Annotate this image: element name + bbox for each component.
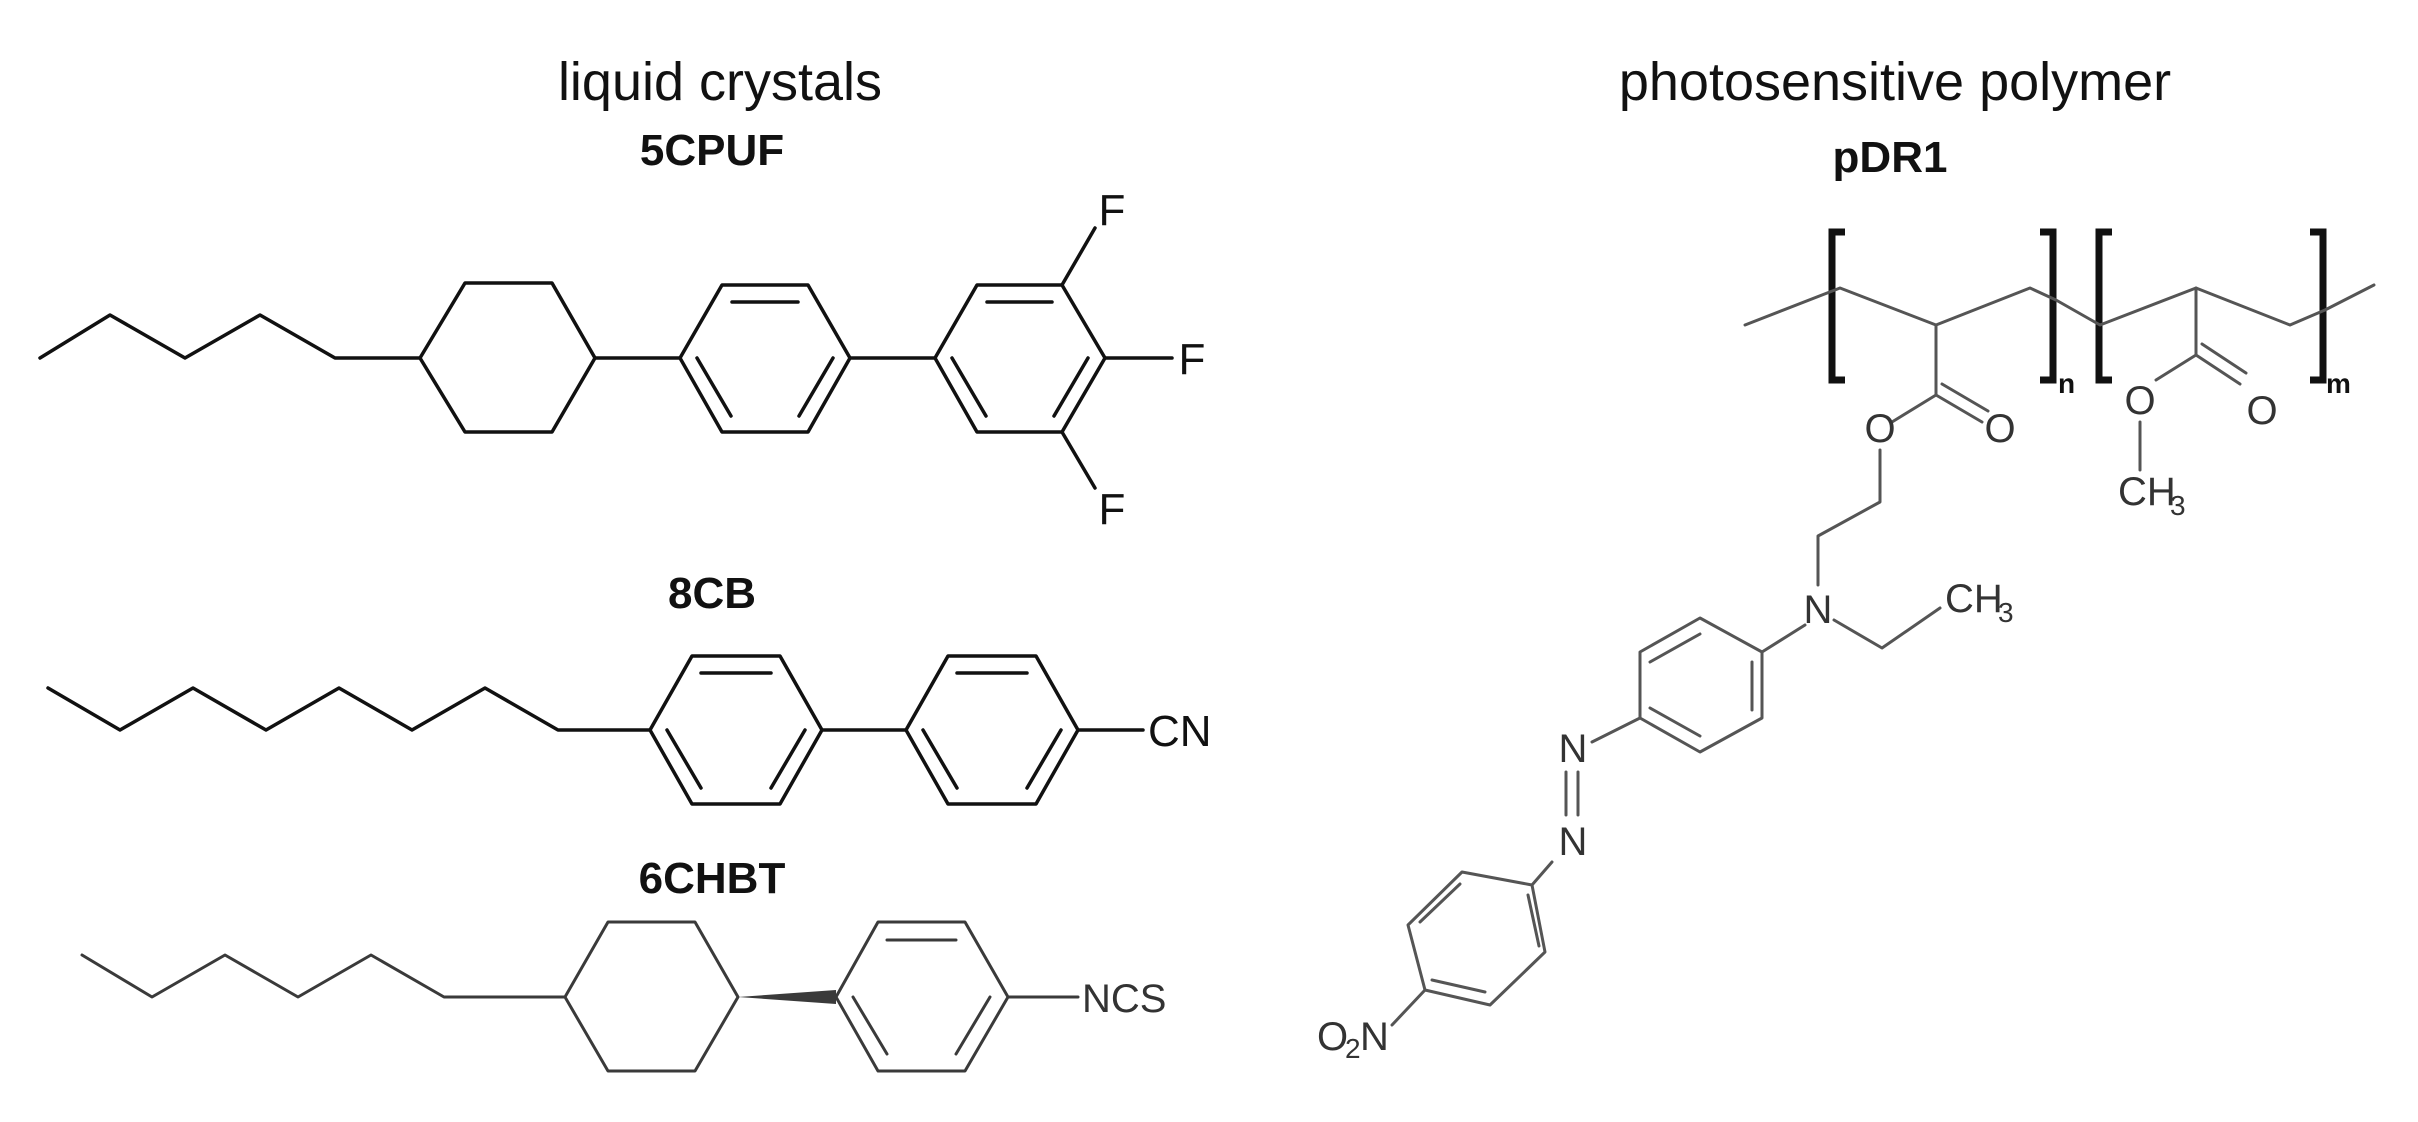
aminophenyl-inner-bond-c [1648,706,1702,738]
nitrophenyl-inner-bond-b [1430,978,1487,994]
nitro-nitrogen: N [1360,1015,1389,1059]
repeat-bracket-n-right [2040,228,2057,384]
fluorine-atom-bot: F [1099,485,1126,534]
carbonyl2-bond-a [2194,353,2242,386]
benzene-b-inner-bond-c [921,728,959,790]
benzene-ring-6chbt [834,920,1010,1073]
benzene-6chbt-inner-bond-b [954,995,992,1056]
molecule-8cb: 8CB CN [46,569,1212,806]
ethylene-linker [1816,448,1882,587]
repeat-bracket-n-left [1828,228,1845,384]
photosensitive-polymer-heading: photosensitive polymer [1619,52,2171,112]
ester-single-bond [1890,393,1938,424]
nitrophenyl-ring [1406,870,1547,1007]
ethyl-ch: CH [1945,577,2003,621]
carbonyl-oxygen: O [1984,407,2015,451]
aminophenyl-inner-bond-a [1648,632,1702,664]
benzene-1-inner-bond-c [695,356,733,418]
methyl-ester-oxygen: O [2124,379,2155,423]
aryl-azo-bond-1 [1590,716,1642,744]
octyl-chain [46,686,652,732]
nitro-oxygen: O [1317,1015,1348,1059]
cyclohexane-ring-6chbt [563,920,740,1073]
trifluoro-inner-bond-c [950,356,988,418]
nitro-subscript: 2 [1345,1033,1361,1064]
liquid-crystals-heading: liquid crystals [558,52,882,112]
c-f-bond-bot [1060,430,1097,490]
polymer-backbone [1743,283,2376,327]
cyclohexane-ring [418,281,597,434]
molecule-name-5cpuf: 5CPUF [640,126,784,175]
nitrophenyl-inner-bond-c [1418,882,1462,924]
azo-nitrogen-1: N [1559,727,1588,771]
pentyl-chain [38,313,422,360]
aminophenyl-ring [1638,616,1764,754]
molecule-name-8cb: 8CB [668,569,756,618]
amine-nitrogen: N [1804,588,1833,632]
amine-aryl-bond [1760,623,1807,654]
isothiocyanate-group: NCS [1082,977,1166,1021]
methoxy-subscript: 3 [2170,490,2186,521]
benzene-b-inner-bond-b [1025,728,1063,790]
benzene-a-inner-bond-b [769,728,807,790]
repeat-index-n: n [2058,368,2075,399]
polymer-pdr1: pDR1 n m O O O O CH 3 N CH 3 [1317,133,2376,1064]
c-f-bond-top [1060,226,1097,287]
benzene-a-inner-bond-c [665,728,703,790]
benzene-6chbt-inner-bond-c [851,995,889,1056]
benzene-ring-1 [678,283,852,434]
methyl-ester-single-bond [2154,353,2198,382]
repeat-index-m: m [2326,368,2351,399]
wedge-bond [738,990,836,1004]
carbonyl2-bond-b [2200,342,2248,375]
benzene-1-inner-bond-b [797,356,835,418]
carbonyl-bond-b [1940,382,1990,413]
molecule-name-6chbt: 6CHBT [639,854,786,903]
aryl-azo-bond-2 [1530,860,1554,887]
ether-oxygen: O [1864,407,1895,451]
nitrophenyl-inner-bond-a [1526,893,1541,948]
fluorine-atom-top: F [1099,186,1126,235]
polymer-name-pdr1: pDR1 [1833,133,1948,182]
cyano-group: CN [1148,707,1212,756]
fluorine-atom-mid: F [1179,335,1206,384]
trifluorophenyl-ring [933,283,1107,434]
repeat-bracket-m-left [2095,228,2112,384]
molecule-6chbt: 6CHBT NCS [80,854,1166,1073]
ethyl-group [1832,606,1942,650]
hexyl-chain [80,953,567,999]
trifluoro-inner-bond-b [1052,356,1090,418]
azo-nitrogen-2: N [1559,820,1588,864]
carbonyl-bond-a [1934,393,1984,424]
benzene-ring-a [648,654,824,806]
carbonyl2-oxygen: O [2246,389,2277,433]
repeat-bracket-m-right [2310,228,2327,384]
methoxy-ch: CH [2118,470,2176,514]
molecule-5cpuf: 5CPUF F F F [38,126,1206,534]
ethyl-subscript: 3 [1998,597,2014,628]
benzene-ring-b [904,654,1080,806]
nitro-bond [1390,988,1427,1027]
